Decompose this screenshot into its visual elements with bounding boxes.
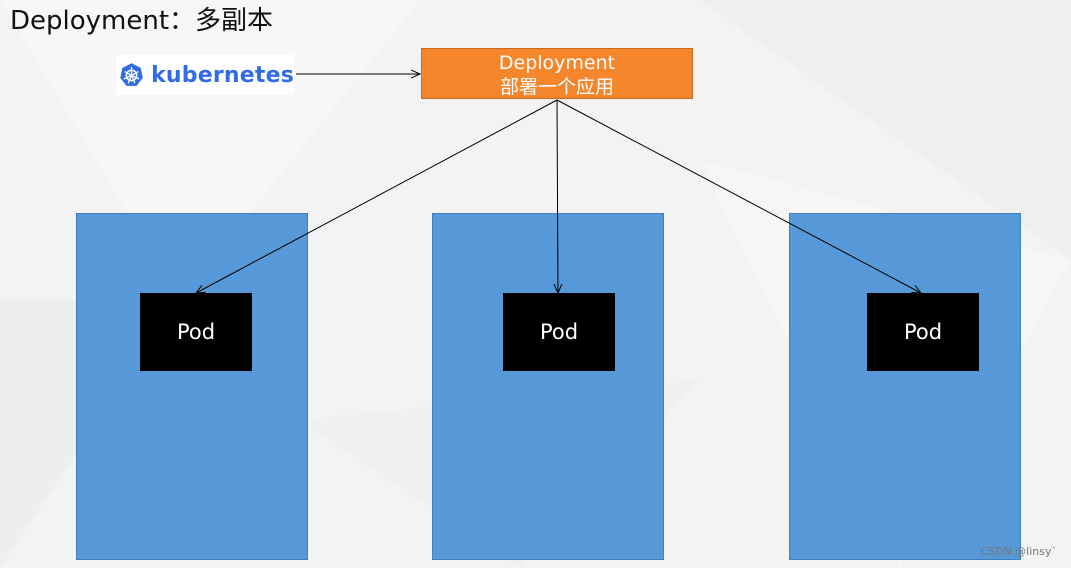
kubernetes-logo: kubernetes — [116, 55, 294, 95]
watermark: CSDN @linsy` — [980, 545, 1057, 558]
node-box-3 — [789, 213, 1021, 560]
slide-title: Deployment：多副本 — [10, 6, 274, 36]
helm-wheel-icon — [120, 63, 143, 86]
pod-2: Pod — [503, 293, 615, 371]
deployment-description: 部署一个应用 — [499, 76, 614, 98]
deployment-label: Deployment — [498, 52, 616, 74]
node-box-2 — [432, 213, 664, 560]
node-box-1 — [76, 213, 308, 560]
deployment-box: Deployment 部署一个应用 — [421, 48, 693, 99]
kubernetes-wordmark: kubernetes — [151, 62, 294, 88]
pod-1: Pod — [140, 293, 252, 371]
pod-3: Pod — [867, 293, 979, 371]
